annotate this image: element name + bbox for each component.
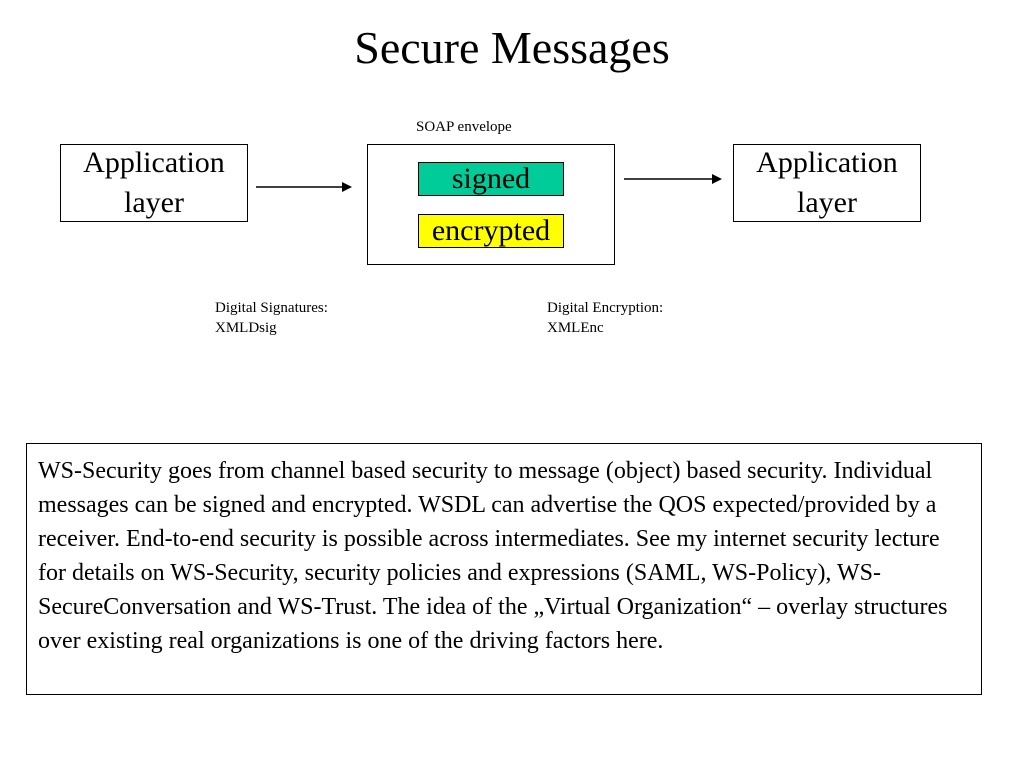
digital-encryption-title: Digital Encryption: [547,300,664,316]
arrow-left-to-envelope [256,182,352,192]
application-layer-left-label: Application layer [83,146,225,219]
arrow-envelope-to-right [624,174,722,184]
digital-signatures-caption: Digital Signatures: XMLDsig [215,298,328,338]
slide-title: Secure Messages [354,22,670,73]
signed-tag-label: signed [451,162,531,195]
application-layer-right: Application layer [733,144,921,222]
digital-encryption-caption: Digital Encryption: XMLEnc [547,298,663,338]
digital-encryption-standard: XMLEnc [547,320,604,336]
application-layer-left: Application layer [60,144,248,222]
digital-signatures-standard: XMLDsig [215,320,277,336]
ws-security-description: WS-Security goes from channel based secu… [26,443,982,695]
encrypted-tag: encrypted [418,214,564,248]
signed-tag: signed [418,162,564,196]
encrypted-tag-label: encrypted [431,214,551,247]
soap-envelope-label: SOAP envelope [416,119,512,135]
application-layer-right-label: Application layer [756,146,898,219]
digital-signatures-title: Digital Signatures: [215,300,328,316]
